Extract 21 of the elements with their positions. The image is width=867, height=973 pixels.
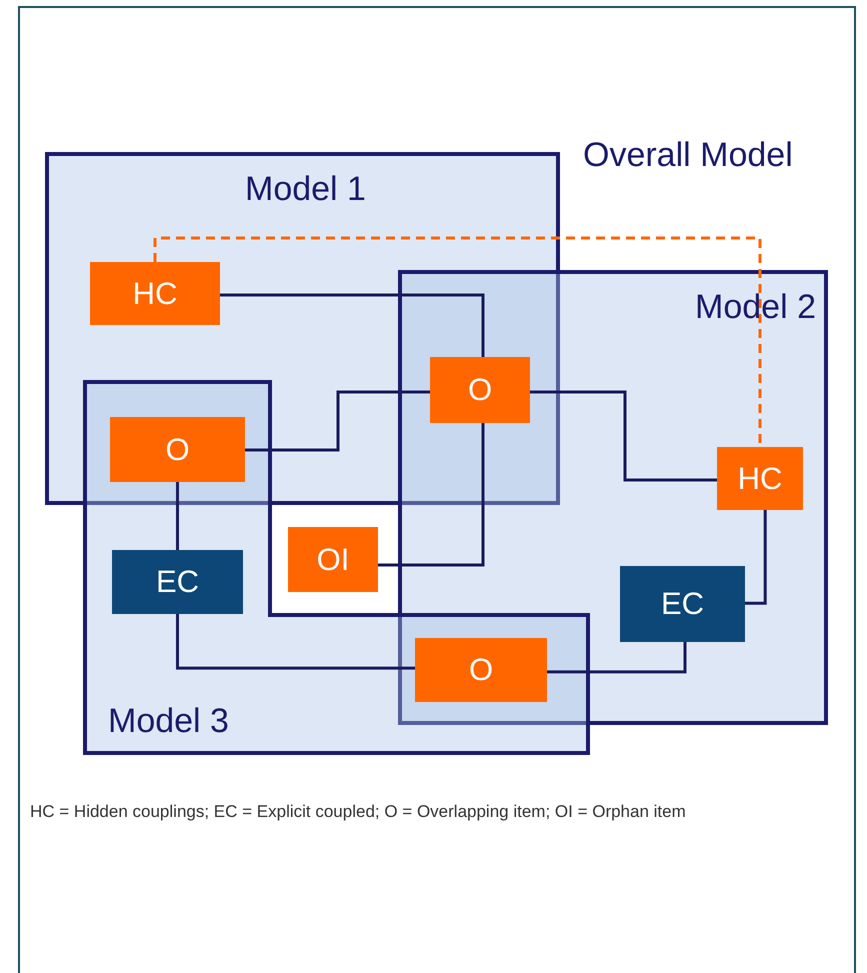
- model-title: Model 3: [108, 702, 229, 741]
- connector-line: [378, 423, 484, 566]
- item-box: OI: [288, 527, 378, 592]
- connector-line: [745, 510, 767, 605]
- connector-line: [245, 390, 430, 452]
- item-box: O: [430, 357, 530, 423]
- item-box: O: [415, 638, 547, 702]
- coupled-box: EC: [112, 550, 243, 614]
- overall-model-title: Overall Model: [583, 136, 793, 175]
- coupled-box: EC: [620, 566, 745, 642]
- item-box: HC: [90, 262, 220, 325]
- connector-line: [220, 294, 484, 357]
- item-box: HC: [717, 447, 803, 510]
- connector-line: [547, 642, 686, 674]
- abbreviation-note: HC = Hidden couplings; EC = Explicit coupled; O = Overlapping item; OI = Orphan item: [30, 801, 686, 823]
- connector-line: [176, 614, 415, 670]
- model-title: Model 2: [695, 288, 816, 327]
- connector-line: [530, 390, 717, 482]
- item-box: O: [110, 417, 245, 482]
- model-title: Model 1: [245, 170, 366, 209]
- connector-line: [176, 482, 179, 550]
